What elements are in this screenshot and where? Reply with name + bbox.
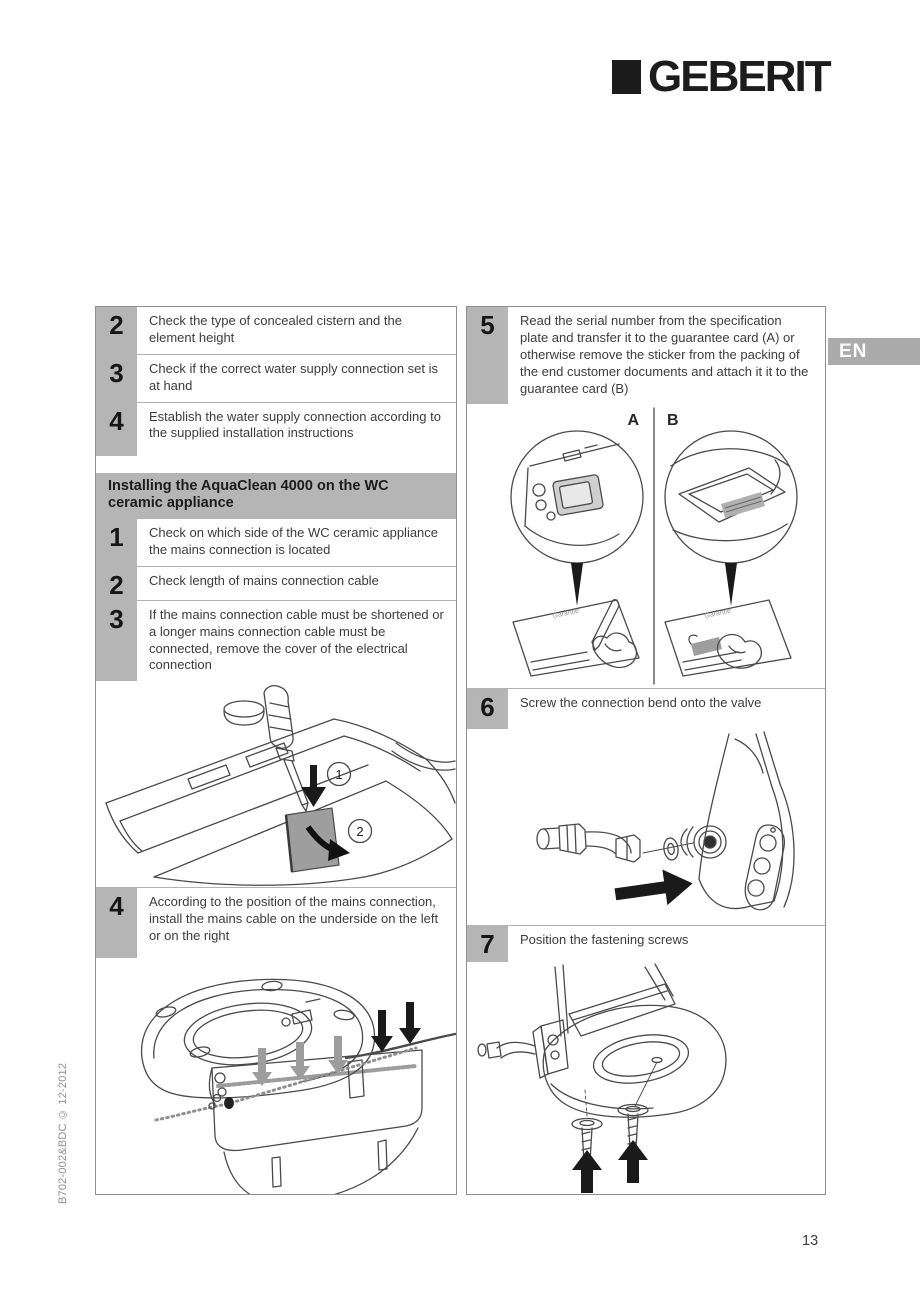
card-label-b: Garantie <box>704 608 732 620</box>
variant-a-drawing: Garantie <box>510 430 644 678</box>
guarantee-card-a <box>512 599 640 678</box>
screwdriver-drawing <box>263 685 309 812</box>
appliance-underside-drawing <box>105 700 456 887</box>
logo-text: GEBERIT <box>648 52 832 101</box>
language-tab: EN <box>828 338 920 365</box>
card-label-a: Garantie <box>552 608 580 620</box>
illustration-remove-cover: 1 2 <box>96 681 456 889</box>
sticker-in-hand <box>691 637 722 657</box>
step-text: Screw the connection bend onto the valve <box>520 695 762 711</box>
curved-arrow-head <box>328 839 350 862</box>
washer-drawing <box>663 837 679 862</box>
step-number: 4 <box>96 888 137 959</box>
step-row: 3 If the mains connection cable must be … <box>96 600 456 682</box>
fastening-screw-drawing <box>571 1104 649 1164</box>
callout-circle <box>326 762 352 787</box>
step-number: 7 <box>467 926 508 963</box>
black-down-arrow-icons <box>371 1002 421 1053</box>
step-text: According to the position of the mains c… <box>149 894 439 944</box>
sticker <box>721 492 765 519</box>
black-right-arrow-icon <box>614 869 693 906</box>
step-number: 3 <box>96 354 137 403</box>
gray-down-arrow-icons <box>252 1036 348 1087</box>
step-row: 1 Check on which side of the WC ceramic … <box>96 518 456 567</box>
cable-connector <box>224 1097 234 1110</box>
step-number: 2 <box>96 566 137 601</box>
connector-detail <box>208 1102 216 1110</box>
step-text: Check length of mains connection cable <box>137 567 456 601</box>
step-row: 3 Check if the correct water supply conn… <box>96 354 456 403</box>
right-column: 5 Read the serial number from the specif… <box>466 306 826 1195</box>
step-number: 2 <box>96 307 137 355</box>
pointer-b <box>725 563 737 607</box>
step-text: Establish the water supply connection ac… <box>149 408 441 441</box>
callout-1: 1 <box>335 767 342 782</box>
step-row: 2 Check length of mains connection cable <box>96 566 456 601</box>
step-row: 4 Establish the water supply connection … <box>96 402 456 456</box>
callout-circle <box>347 819 373 844</box>
mains-cable-dotted <box>154 1046 418 1122</box>
step-number: 4 <box>96 402 137 456</box>
connection-bend-drawing <box>536 823 641 864</box>
black-up-arrow-icons <box>572 1140 648 1194</box>
page-number: 13 <box>802 1233 819 1249</box>
step-row: 6 Screw the connection bend onto the val… <box>467 689 825 730</box>
illustration-install-underside <box>96 958 456 1194</box>
seat-with-lid-drawing <box>477 963 727 1119</box>
step-text: Position the fastening screws <box>520 932 689 948</box>
cover-edge <box>284 815 294 873</box>
step-number: 3 <box>96 600 137 682</box>
pointer-a <box>571 563 583 607</box>
step-number: 6 <box>467 689 508 730</box>
callout-2: 2 <box>356 824 363 839</box>
section-header: Installing the AquaClean 4000 on the WC … <box>96 472 456 519</box>
step-text: Read the serial number from the specific… <box>520 313 809 396</box>
illustration-connection-bend <box>467 729 825 927</box>
spacer <box>96 456 456 473</box>
step-text: If the mains connection cable must be sh… <box>149 606 444 673</box>
illustration-fastening-screws <box>467 962 825 1194</box>
illustration-guarantee-card: A B <box>467 404 825 690</box>
left-column: 2 Check the type of concealed cistern an… <box>95 306 457 1195</box>
step-row: 2 Check the type of concealed cistern an… <box>96 307 456 355</box>
step-text: Check the type of concealed cistern and … <box>137 307 456 355</box>
guarantee-card-b <box>664 599 792 678</box>
step-row: 5 Read the serial number from the specif… <box>467 307 825 405</box>
step-number: 5 <box>467 307 508 405</box>
step-text: Check if the correct water supply connec… <box>137 355 456 403</box>
geberit-logo: GEBERIT <box>612 52 832 101</box>
black-down-arrow-icon <box>301 765 326 808</box>
variant-b-drawing: Garantie <box>664 430 798 678</box>
label-a: A <box>627 412 639 429</box>
step-row: 4 According to the position of the mains… <box>96 888 456 959</box>
imprint-code: B702-002&BDC © 12-2012 <box>57 1062 69 1204</box>
step-row: 7 Position the fastening screws <box>467 926 825 963</box>
label-b: B <box>667 412 679 429</box>
logo-square-icon <box>612 60 641 94</box>
connector-detail <box>212 1094 222 1103</box>
step-number: 1 <box>96 518 137 567</box>
step-text: Check on which side of the WC ceramic ap… <box>137 519 456 567</box>
appliance-side-drawing <box>642 731 795 911</box>
sticker-lines <box>724 496 763 513</box>
